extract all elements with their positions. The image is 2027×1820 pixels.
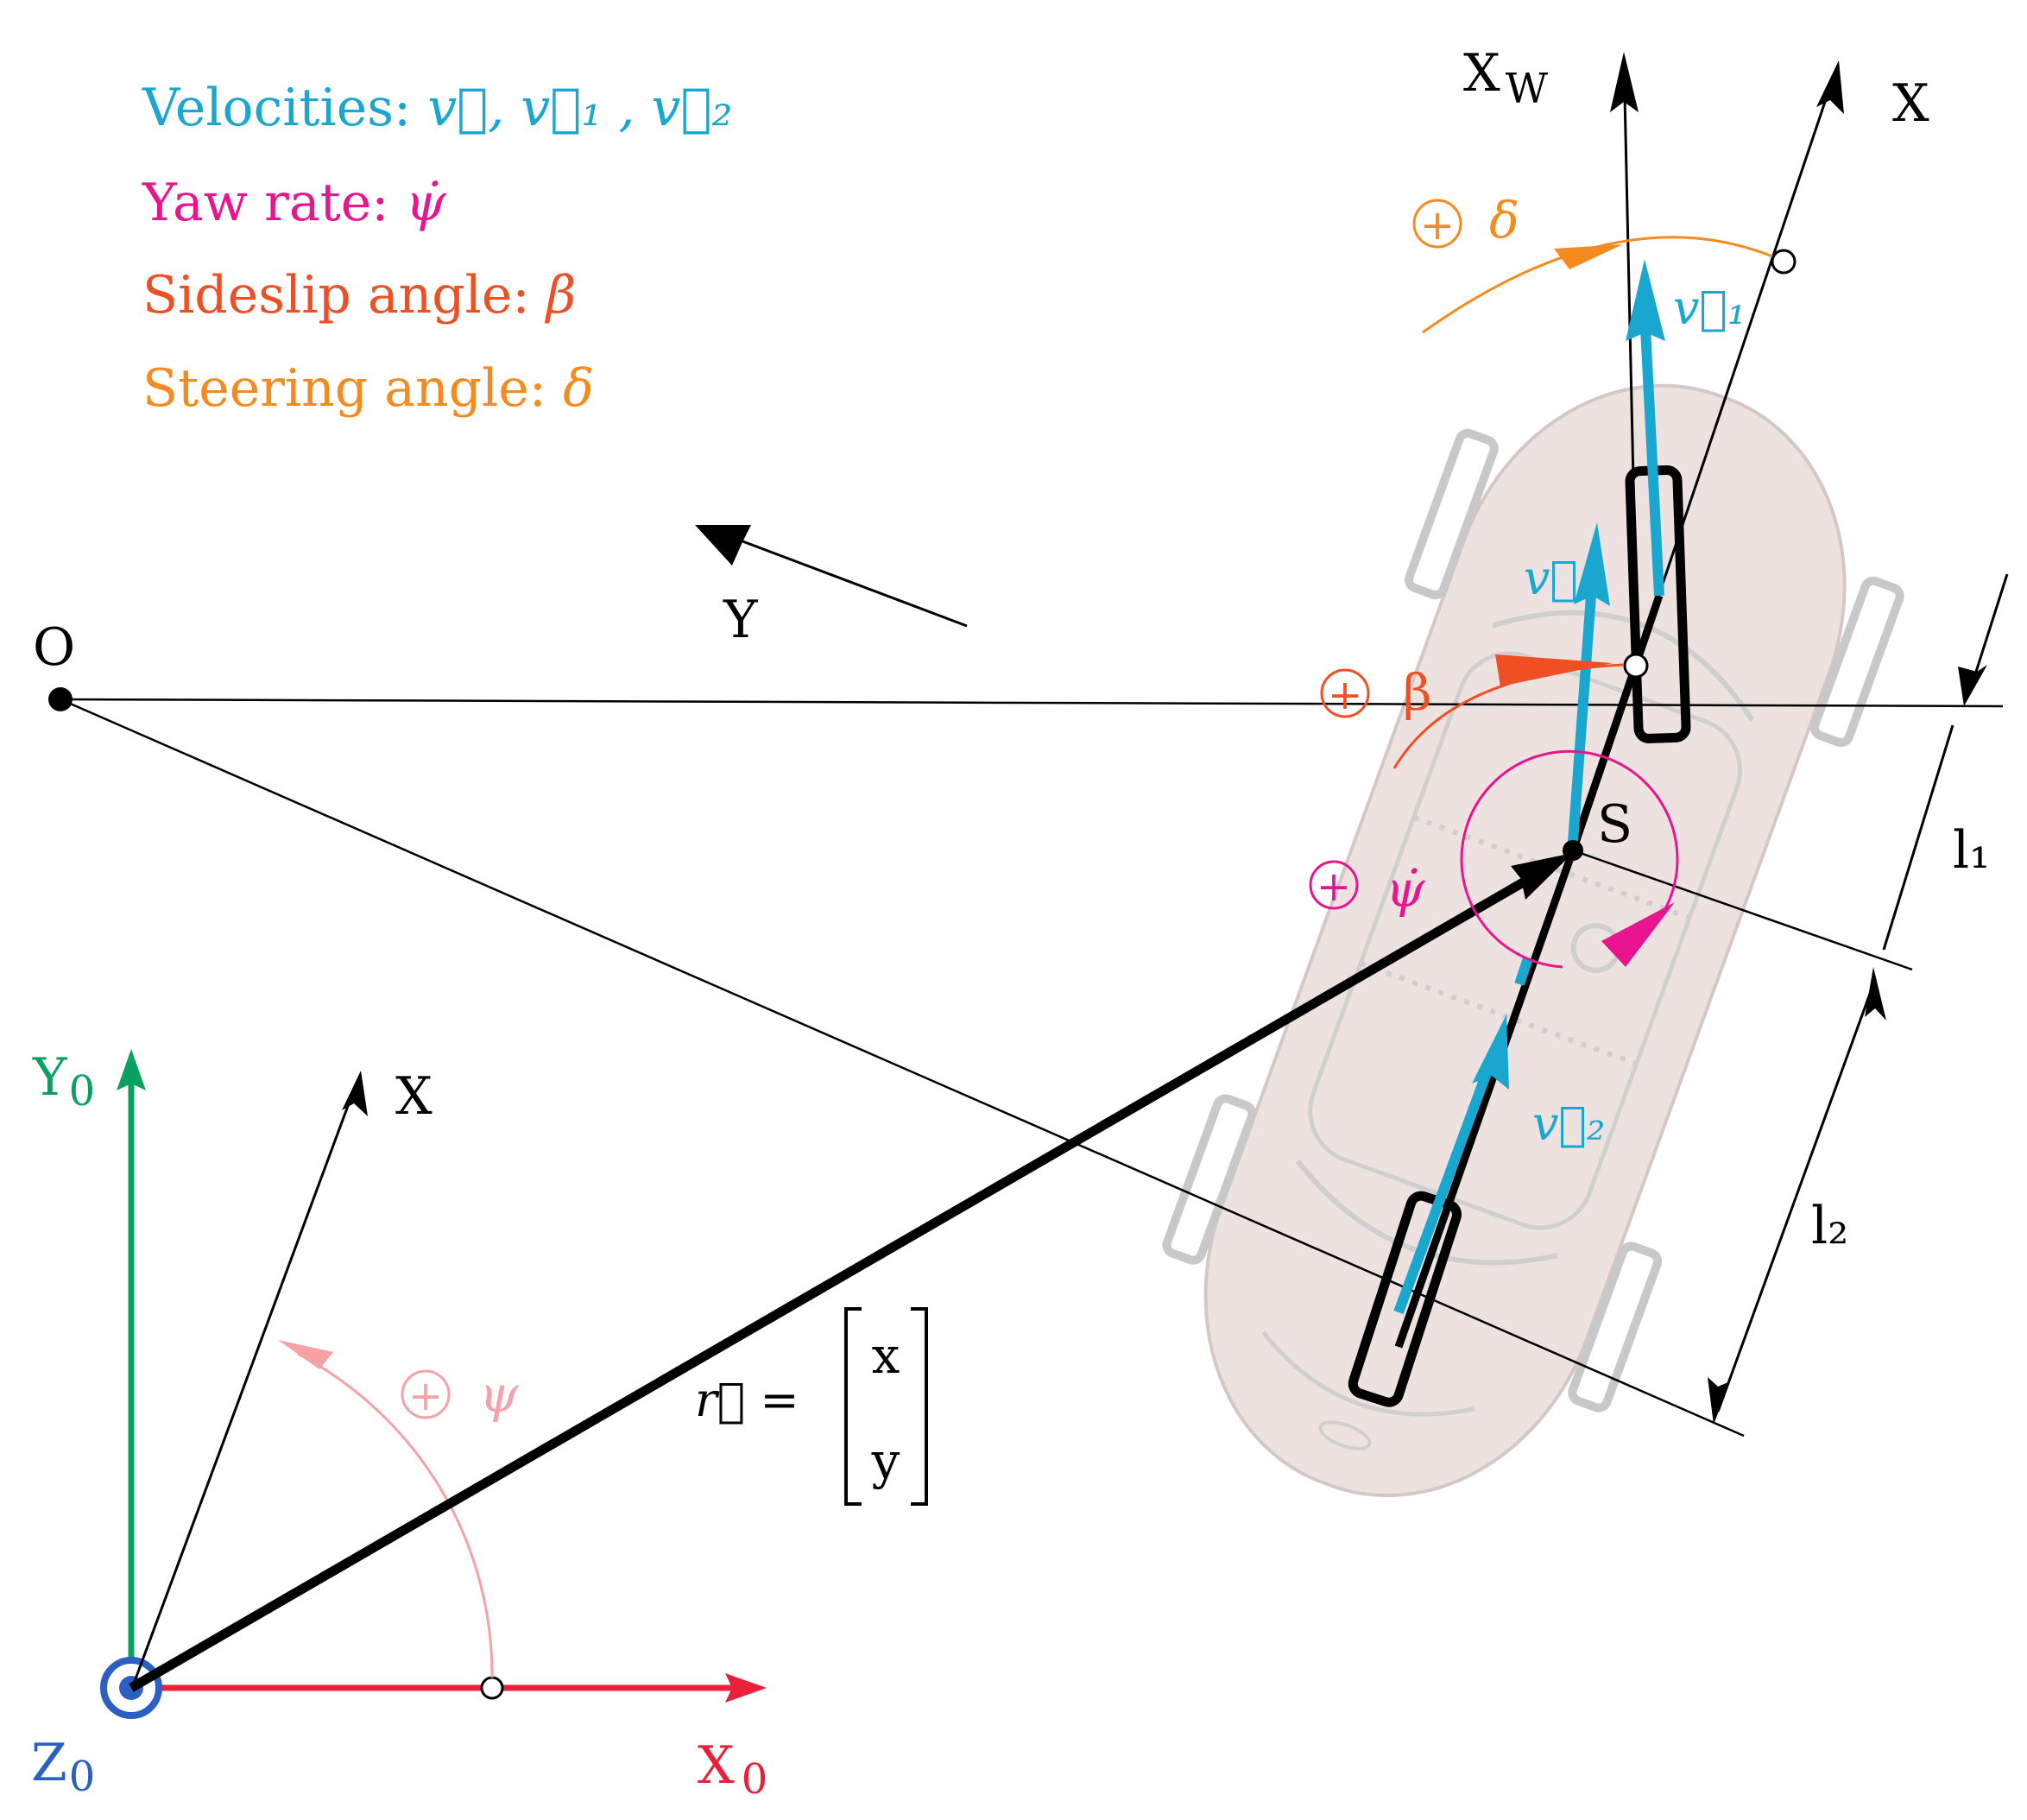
vehicle-x-arrowhead	[1816, 60, 1844, 114]
instantaneous-center-lines	[48, 687, 2004, 1438]
origin-label: O	[33, 617, 75, 678]
global-x-marker-circle	[480, 1676, 504, 1700]
car-rear-window	[1295, 1159, 1558, 1266]
vehicle-y-label: Y	[723, 590, 759, 650]
v2-vector	[1393, 1068, 1493, 1315]
psi-plus-sign: +	[408, 1372, 443, 1420]
delta-label: δ	[1489, 191, 1519, 250]
yaw-rate-arc	[1309, 749, 1679, 969]
origin-point	[48, 687, 73, 711]
v1-arrowhead	[1626, 259, 1665, 341]
beta-arrowhead	[1495, 654, 1613, 686]
wheel-axis-arrowhead	[1610, 52, 1639, 112]
dimension-l2	[1708, 967, 1886, 1425]
steering-angle-arc	[1412, 199, 1797, 334]
yaw-plus-circle	[1309, 860, 1359, 910]
car-silhouette	[1162, 383, 1904, 1498]
legend-steering: Steering angle: δ	[142, 358, 594, 419]
vehicle-x-axis-origin	[132, 1071, 368, 1684]
global-y-arrowhead	[117, 1049, 146, 1090]
legend-sideslip: Sideslip angle: β	[142, 265, 576, 325]
vehicle-x-label-bottom: X	[395, 1066, 433, 1127]
left-bracket	[844, 1307, 862, 1506]
yaw-plus-sign: +	[1317, 863, 1351, 911]
car-windshield	[1492, 610, 1755, 722]
delta-plus-circle	[1412, 199, 1462, 249]
psi-label: ψ	[479, 1365, 519, 1424]
rear-axle-line	[60, 698, 1745, 1438]
yaw-rate-arrowhead	[1601, 902, 1675, 967]
beta-plus-circle	[1320, 668, 1370, 718]
beta-label: β	[1403, 663, 1432, 722]
delta-arrowhead	[1554, 244, 1623, 269]
r-x-component: x	[872, 1326, 900, 1385]
v-midline	[1514, 957, 1533, 986]
chassis-line-rear	[1394, 849, 1577, 1349]
car-roof	[1308, 651, 1742, 1230]
position-vector-r	[129, 853, 1573, 1692]
chassis-line-front	[1569, 594, 1664, 852]
beta-plus-sign: +	[1328, 671, 1362, 719]
legend-yaw-rate: Yaw rate: ψ̇	[142, 173, 447, 233]
delta-marker-circle	[1771, 249, 1797, 275]
v-arrowhead	[1574, 522, 1610, 606]
delta-plus-sign: +	[1420, 201, 1455, 250]
yaw-rate-label: ψ̇	[1386, 860, 1425, 919]
car-wheel-front-right	[1809, 576, 1904, 748]
car-wheel-rear-right	[1568, 1242, 1663, 1412]
vehicle-x-axis-main	[1394, 60, 1844, 1349]
car-body	[1203, 383, 1847, 1498]
vehicle-y-axis	[695, 525, 968, 628]
velocity-vectors	[1393, 259, 1665, 1315]
global-x-arrowhead	[725, 1673, 767, 1703]
psi-arc	[278, 1340, 494, 1678]
r-matrix	[844, 1307, 928, 1506]
v-label: v⃗	[1524, 551, 1578, 605]
beta-marker-circle	[1623, 653, 1649, 679]
car-rear-detail	[1261, 1330, 1474, 1417]
v1-vector	[1640, 327, 1664, 597]
dimension-l1	[1882, 573, 2009, 951]
legend-velocities: Velocities: v⃗, v⃗₁ , v⃗₂	[142, 78, 733, 138]
global-y-label: Y0	[32, 1047, 95, 1115]
vehicle-x-origin-arrowhead	[342, 1071, 368, 1116]
global-z-label: Z0	[31, 1733, 95, 1801]
cog-point	[1563, 840, 1583, 861]
v1-label: v⃗₁	[1673, 281, 1746, 335]
cog-axle-line	[1572, 849, 1913, 971]
car-wheel-front-left	[1404, 428, 1499, 600]
v-vector	[1568, 595, 1596, 843]
v2-label: v⃗₂	[1532, 1096, 1606, 1151]
right-bracket	[911, 1307, 928, 1506]
l2-label: l₂	[1811, 1196, 1848, 1256]
r-arrowhead	[1511, 853, 1573, 900]
front-axle-line	[60, 698, 2004, 708]
car-wheel-rear-left	[1162, 1094, 1257, 1265]
sideslip-angle-arc	[1320, 653, 1649, 769]
car-rear-emblem	[1318, 1420, 1372, 1450]
psi-arrowhead	[278, 1340, 333, 1369]
v2-arrowhead	[1472, 1014, 1509, 1090]
r-vector-label: r⃗ =	[695, 1373, 799, 1427]
cog-label: S	[1597, 794, 1632, 855]
psi-plus-circle	[401, 1369, 451, 1419]
vehicle-x-label-top: X	[1892, 73, 1929, 134]
r-y-component: y	[871, 1431, 900, 1490]
l1-label: l₁	[1953, 820, 1990, 881]
